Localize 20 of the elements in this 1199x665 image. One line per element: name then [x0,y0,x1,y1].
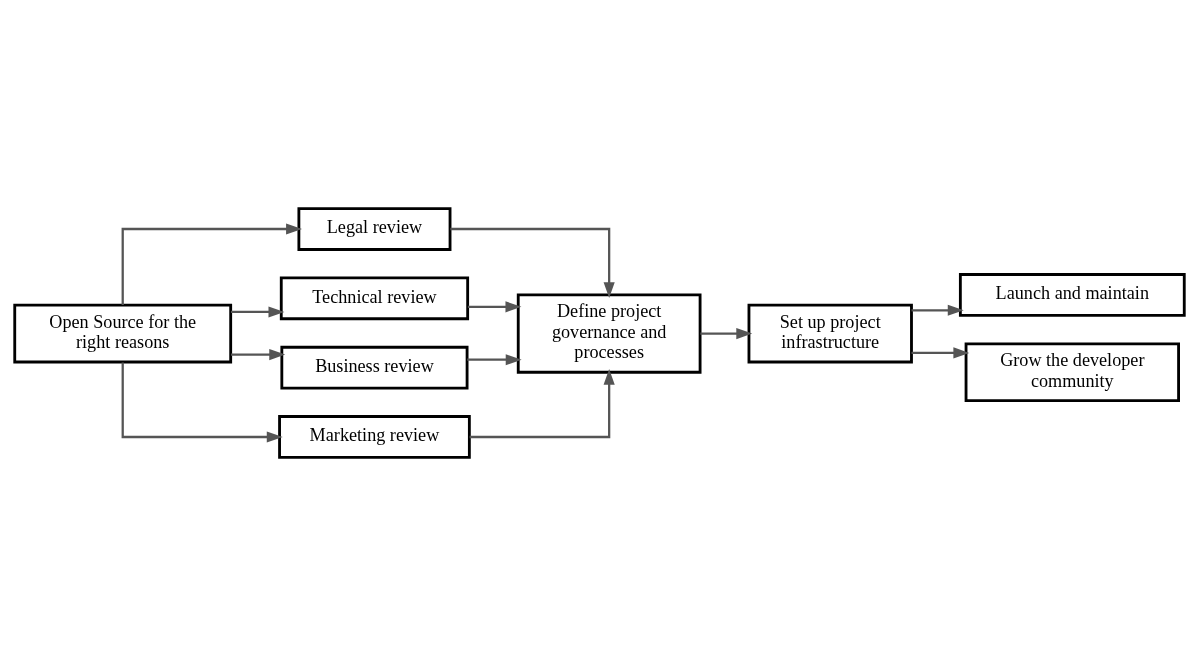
arrow [121,361,283,443]
arrow [121,222,302,305]
arrow [450,227,615,298]
arrow [700,327,753,339]
arrow [230,348,286,360]
node-box: Technical review [279,275,470,320]
node-box: Define project governance and processes [516,293,702,374]
node-box: Grow the developer community [964,341,1180,402]
arrow [230,305,285,318]
node-box: Business review [280,345,469,390]
node-box: Legal review [297,206,452,251]
arrow [469,368,615,438]
arrow [911,304,964,316]
node-box: Marketing review [278,414,471,459]
arrow [911,346,970,358]
node-box: Launch and maintain [958,272,1186,317]
arrow [467,300,522,312]
arrow [467,353,522,365]
node-box: Open Source for the right reasons [13,303,233,363]
node-box: Set up project infrastructure [747,303,913,363]
